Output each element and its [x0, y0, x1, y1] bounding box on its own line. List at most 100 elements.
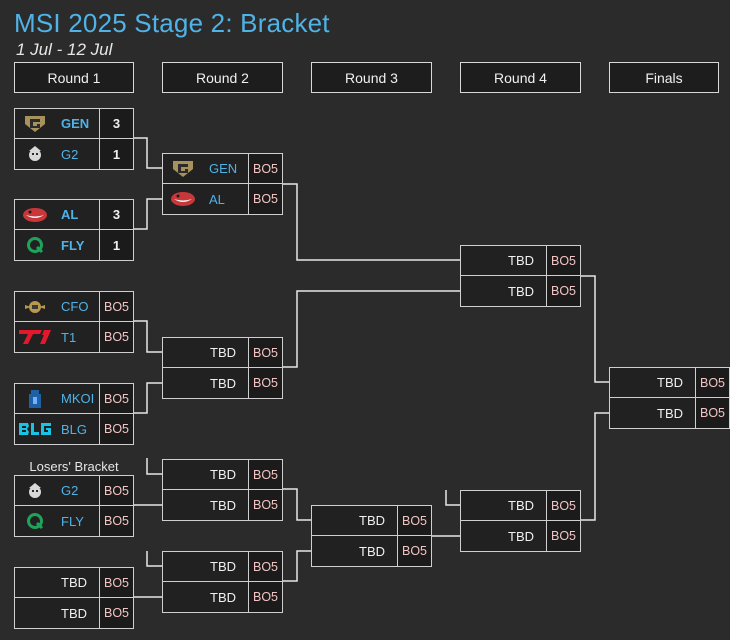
- team-gen[interactable]: GEN: [163, 154, 248, 183]
- team-al[interactable]: AL: [163, 184, 248, 214]
- finals-header: Finals: [609, 62, 719, 93]
- team-tbd[interactable]: TBD: [163, 582, 248, 612]
- r1-losers-match-1[interactable]: G2 BO5 FLY BO5: [14, 475, 134, 537]
- team-slot[interactable]: TBD BO5: [311, 536, 432, 567]
- team-tbd[interactable]: TBD: [312, 506, 397, 535]
- finals-match[interactable]: TBD BO5 TBD BO5: [609, 367, 730, 429]
- team-blg[interactable]: BLG: [15, 414, 99, 444]
- team-tbd[interactable]: TBD: [610, 398, 695, 428]
- team-slot[interactable]: TBD BO5: [14, 598, 134, 629]
- team-slot[interactable]: CFO BO5: [14, 291, 134, 322]
- team-tbd[interactable]: TBD: [163, 460, 248, 489]
- team-slot[interactable]: FLY 1: [14, 230, 134, 261]
- team-name: FLY: [61, 513, 84, 529]
- team-slot[interactable]: TBD BO5: [609, 367, 730, 398]
- team-fly[interactable]: FLY: [15, 506, 99, 536]
- team-tbd[interactable]: TBD: [15, 598, 99, 628]
- team-g2[interactable]: G2: [15, 139, 99, 169]
- team-tbd[interactable]: TBD: [610, 368, 695, 397]
- team-slot[interactable]: TBD BO5: [460, 245, 581, 276]
- team-slot[interactable]: TBD BO5: [162, 337, 283, 368]
- team-name: TBD: [210, 497, 236, 513]
- r2-losers-match-2[interactable]: TBD BO5 TBD BO5: [162, 551, 283, 613]
- r1-match-2[interactable]: AL 3 FLY 1: [14, 199, 134, 261]
- team-tbd[interactable]: TBD: [461, 491, 546, 520]
- gen-g-logo-icon: [167, 158, 199, 180]
- score: BO5: [248, 154, 282, 183]
- team-t1[interactable]: T1: [15, 322, 99, 352]
- r2-match-1[interactable]: GEN BO5 AL BO5: [162, 153, 283, 215]
- team-slot[interactable]: TBD BO5: [162, 368, 283, 399]
- fly-q-logo-icon: [19, 510, 51, 532]
- gen-g-logo-icon: [19, 113, 51, 135]
- team-slot[interactable]: TBD BO5: [460, 276, 581, 307]
- team-tbd[interactable]: TBD: [163, 552, 248, 581]
- score: BO5: [248, 184, 282, 214]
- team-name: TBD: [359, 543, 385, 559]
- r1-match-4[interactable]: MKOI BO5 BLG BO5: [14, 383, 134, 445]
- team-slot[interactable]: G2 BO5: [14, 475, 134, 506]
- team-slot[interactable]: AL 3: [14, 199, 134, 230]
- score: 1: [99, 139, 133, 169]
- team-slot[interactable]: MKOI BO5: [14, 383, 134, 414]
- r4-losers-match-1[interactable]: TBD BO5 TBD BO5: [460, 490, 581, 552]
- score: BO5: [546, 246, 580, 275]
- score: BO5: [248, 460, 282, 489]
- team-name: AL: [209, 191, 225, 207]
- team-slot[interactable]: TBD BO5: [162, 582, 283, 613]
- score: BO5: [99, 322, 133, 352]
- team-name: TBD: [508, 283, 534, 299]
- team-slot[interactable]: TBD BO5: [14, 567, 134, 598]
- r1-match-3[interactable]: CFO BO5 T1 BO5: [14, 291, 134, 353]
- losers-bracket-label: Losers' Bracket: [29, 459, 119, 474]
- team-name: TBD: [210, 467, 236, 482]
- team-slot[interactable]: TBD BO5: [460, 490, 581, 521]
- team-fly[interactable]: FLY: [15, 230, 99, 260]
- team-slot[interactable]: TBD BO5: [162, 459, 283, 490]
- r1-losers-match-2[interactable]: TBD BO5 TBD BO5: [14, 567, 134, 629]
- team-tbd[interactable]: TBD: [163, 368, 248, 398]
- score: BO5: [546, 491, 580, 520]
- r2-match-2[interactable]: TBD BO5 TBD BO5: [162, 337, 283, 399]
- team-slot[interactable]: GEN BO5: [162, 153, 283, 184]
- score: BO5: [99, 506, 133, 536]
- score: BO5: [397, 506, 431, 535]
- team-slot[interactable]: GEN 3: [14, 108, 134, 139]
- team-cfo[interactable]: CFO: [15, 292, 99, 321]
- team-name: TBD: [657, 405, 683, 421]
- team-slot[interactable]: AL BO5: [162, 184, 283, 215]
- r4-match-1[interactable]: TBD BO5 TBD BO5: [460, 245, 581, 307]
- team-mkoi[interactable]: MKOI: [15, 384, 99, 413]
- cfo-wings-logo-icon: [19, 296, 51, 318]
- team-slot[interactable]: TBD BO5: [460, 521, 581, 552]
- team-tbd[interactable]: TBD: [461, 276, 546, 306]
- r1-match-1[interactable]: GEN 3 G2 1: [14, 108, 134, 170]
- score: BO5: [695, 398, 729, 428]
- team-name: TBD: [61, 575, 87, 590]
- team-tbd[interactable]: TBD: [312, 536, 397, 566]
- round-2-header: Round 2: [162, 62, 283, 93]
- r2-losers-match-1[interactable]: TBD BO5 TBD BO5: [162, 459, 283, 521]
- g2-samurai-logo-icon: [19, 143, 51, 165]
- team-slot[interactable]: G2 1: [14, 139, 134, 170]
- score: BO5: [248, 582, 282, 612]
- team-slot[interactable]: TBD BO5: [311, 505, 432, 536]
- team-tbd[interactable]: TBD: [15, 568, 99, 597]
- team-slot[interactable]: FLY BO5: [14, 506, 134, 537]
- team-slot[interactable]: BLG BO5: [14, 414, 134, 445]
- score: 3: [99, 109, 133, 138]
- r3-losers-match-1[interactable]: TBD BO5 TBD BO5: [311, 505, 432, 567]
- score: BO5: [99, 292, 133, 321]
- team-tbd[interactable]: TBD: [461, 521, 546, 551]
- team-gen[interactable]: GEN: [15, 109, 99, 138]
- team-tbd[interactable]: TBD: [163, 490, 248, 520]
- team-slot[interactable]: TBD BO5: [162, 551, 283, 582]
- team-g2[interactable]: G2: [15, 476, 99, 505]
- team-slot[interactable]: TBD BO5: [162, 490, 283, 521]
- team-tbd[interactable]: TBD: [163, 338, 248, 367]
- team-slot[interactable]: TBD BO5: [609, 398, 730, 429]
- team-tbd[interactable]: TBD: [461, 246, 546, 275]
- team-al[interactable]: AL: [15, 200, 99, 229]
- team-slot[interactable]: T1 BO5: [14, 322, 134, 353]
